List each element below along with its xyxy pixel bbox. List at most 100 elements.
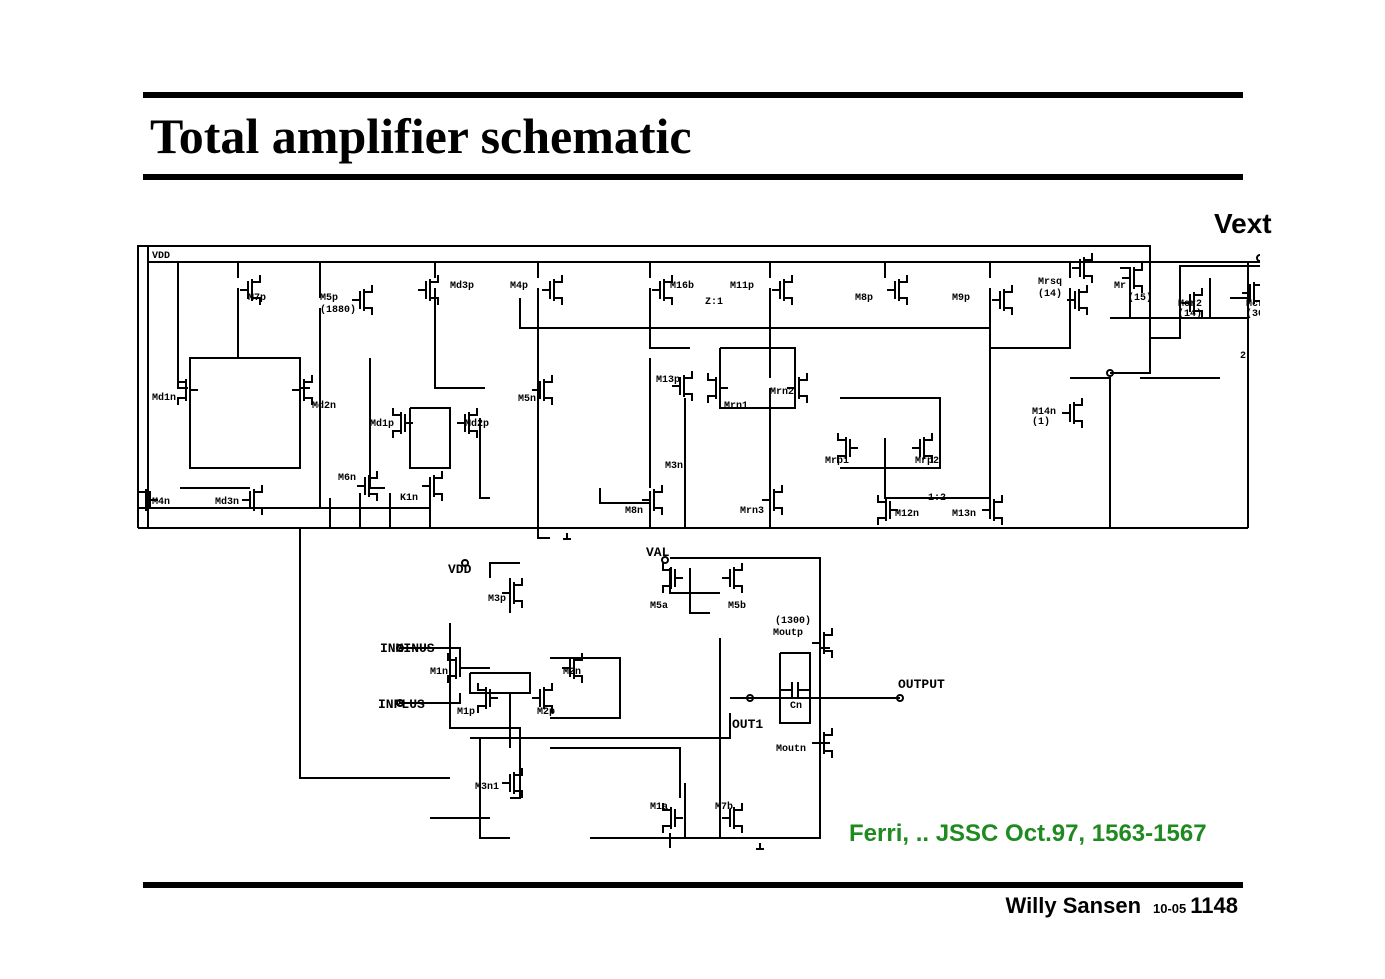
component-label: VDD: [152, 251, 170, 262]
wire: [1070, 377, 1111, 528]
transistor-symbol: [662, 803, 683, 833]
transistor-symbol: [772, 275, 793, 305]
wire: [434, 288, 485, 389]
component-label: Md3p: [450, 280, 474, 292]
component-label: M3p: [488, 594, 506, 605]
component-label: M14n: [1032, 407, 1056, 418]
wire: [779, 652, 811, 724]
transistor-symbol: [562, 653, 583, 683]
component-label: OUT1: [732, 717, 763, 732]
transistor-symbol: [447, 653, 468, 683]
component-label: Mrn1: [724, 401, 748, 412]
component-label: INMINUS: [380, 641, 435, 656]
terminal-node: [461, 559, 469, 567]
wire: [689, 568, 710, 614]
component-label: M2p: [537, 707, 555, 718]
component-label: M1n: [430, 667, 448, 678]
component-label: (30): [1246, 308, 1260, 320]
transistor-symbol: [177, 375, 198, 405]
transistor-symbol: [1072, 253, 1093, 283]
component-label: M6n: [338, 473, 356, 484]
transistor-symbol: [137, 485, 158, 515]
transistor-symbol: [240, 275, 261, 305]
wire: [470, 713, 731, 739]
transistor-symbol: [352, 285, 373, 315]
component-label: Md3n: [215, 496, 239, 508]
transistor-symbol: [837, 433, 858, 463]
transistor-symbol: [672, 371, 693, 401]
transistor-symbol: [812, 628, 833, 658]
transistor-symbol: [532, 683, 553, 713]
component-label: M3n: [665, 461, 683, 472]
wire: [137, 245, 148, 528]
transistor-symbol: [912, 433, 933, 463]
wire: [148, 245, 1260, 339]
transistor-symbol: [1062, 398, 1083, 428]
wire: [719, 347, 796, 409]
wire: [649, 288, 690, 349]
wire: [400, 693, 461, 704]
transistor-symbol: [992, 285, 1013, 315]
component-label: M11p: [730, 281, 754, 292]
component-label: Md2n: [312, 400, 336, 412]
component-label: M5b: [728, 600, 746, 612]
component-label: VDD: [448, 562, 472, 577]
terminal-node: [661, 556, 669, 564]
wire: [400, 647, 490, 669]
component-label: K1n: [400, 493, 418, 504]
top-rule: [143, 92, 1243, 98]
component-label: Mrp2: [915, 456, 939, 467]
transistor-symbol: [787, 373, 808, 403]
transistor-symbol: [642, 485, 663, 515]
transistor-symbol: [1242, 282, 1260, 304]
wire: [599, 488, 651, 528]
component-label: M13p: [656, 375, 680, 386]
component-label: Mrn3: [740, 506, 764, 517]
terminal-node: [396, 644, 404, 652]
wire: [1120, 267, 1131, 318]
footer-rule: [143, 882, 1243, 888]
component-label: M8p: [855, 293, 873, 304]
wire: [990, 288, 1071, 349]
transistor-symbol: [1067, 285, 1088, 315]
terminal-node: [1106, 369, 1114, 377]
transistor-symbol: [887, 275, 908, 305]
component-label: INPLUS: [378, 697, 425, 712]
component-label: M5p: [320, 293, 338, 304]
wire: [479, 418, 490, 499]
transistor-symbol: [392, 408, 413, 438]
wire: [840, 397, 941, 469]
wire: [409, 407, 451, 469]
transistor-symbol: [502, 578, 523, 608]
component-label: M5n: [518, 394, 536, 405]
wire: [469, 672, 531, 694]
component-label: M12n: [895, 509, 919, 520]
transistor-symbol: [242, 485, 263, 515]
slide-title: Total amplifier schematic: [150, 108, 692, 164]
wire: [449, 623, 521, 799]
component-label: (1880): [320, 304, 356, 316]
component-label: M9p: [952, 293, 970, 304]
component-label: 1:2: [928, 493, 946, 504]
wire: [479, 738, 510, 839]
terminal-node: [896, 694, 904, 702]
wire: [189, 288, 301, 469]
transistor-symbol: [762, 485, 783, 515]
wire: [519, 288, 991, 329]
wire: [299, 528, 450, 779]
capacitor-symbol: [780, 682, 810, 698]
transistor-symbol: [542, 275, 563, 305]
component-label: OUTPUT: [898, 677, 945, 692]
transistor-symbol: [1182, 288, 1203, 318]
component-label: Md1p: [370, 418, 394, 430]
component-label: (14): [1178, 308, 1202, 320]
transistor-symbol: [652, 275, 673, 305]
component-label: M7b: [715, 801, 733, 813]
component-label: (14): [1038, 288, 1062, 300]
wire: [550, 747, 681, 798]
component-label: M16b: [670, 280, 694, 292]
transistor-symbol: [982, 495, 1003, 525]
component-label: Md2p: [465, 418, 489, 430]
